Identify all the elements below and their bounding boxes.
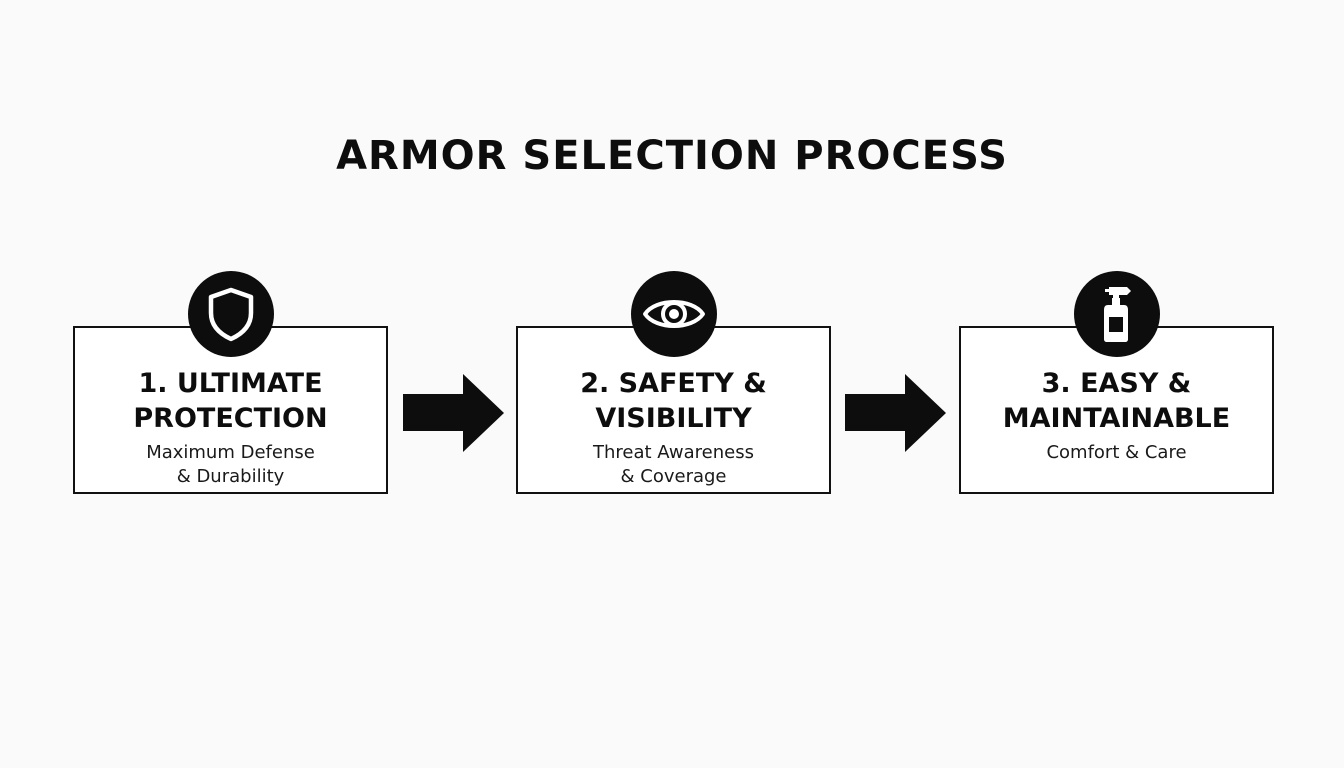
step-subtitle-line: Threat Awareness: [593, 442, 754, 463]
step-subtitle: Maximum Defense & Durability: [75, 441, 386, 489]
step-title: 2. SAFETY & VISIBILITY: [518, 366, 829, 436]
right-arrow-icon: [403, 374, 505, 452]
step-subtitle-line: Comfort & Care: [1046, 442, 1187, 463]
diagram-title: ARMOR SELECTION PROCESS: [336, 133, 1008, 179]
eye-icon: [630, 271, 717, 357]
step-title-line: 3. EASY &: [1041, 368, 1192, 399]
step-box-ultimate-protection: 1. ULTIMATE PROTECTION Maximum Defense &…: [73, 271, 388, 494]
step-box-safety-visibility: 2. SAFETY & VISIBILITY Threat Awareness …: [516, 271, 831, 494]
step-title-line: VISIBILITY: [595, 403, 752, 434]
step-title: 3. EASY & MAINTAINABLE: [961, 366, 1272, 436]
step-title-line: MAINTAINABLE: [1002, 403, 1231, 434]
step-title-line: 1. ULTIMATE: [138, 368, 323, 399]
right-arrow-icon: [845, 374, 947, 452]
step-subtitle-line: Maximum Defense: [146, 442, 315, 463]
spray-bottle-icon: [1073, 271, 1160, 357]
step-title-line: PROTECTION: [133, 403, 328, 434]
shield-icon: [187, 271, 274, 357]
step-subtitle-line: & Coverage: [620, 466, 727, 487]
step-title: 1. ULTIMATE PROTECTION: [75, 366, 386, 436]
step-box-easy-maintainable: 3. EASY & MAINTAINABLE Comfort & Care: [959, 271, 1274, 494]
step-subtitle: Comfort & Care: [961, 441, 1272, 465]
step-subtitle-line: & Durability: [176, 466, 285, 487]
step-title-line: 2. SAFETY &: [580, 368, 767, 399]
step-subtitle: Threat Awareness & Coverage: [518, 441, 829, 489]
